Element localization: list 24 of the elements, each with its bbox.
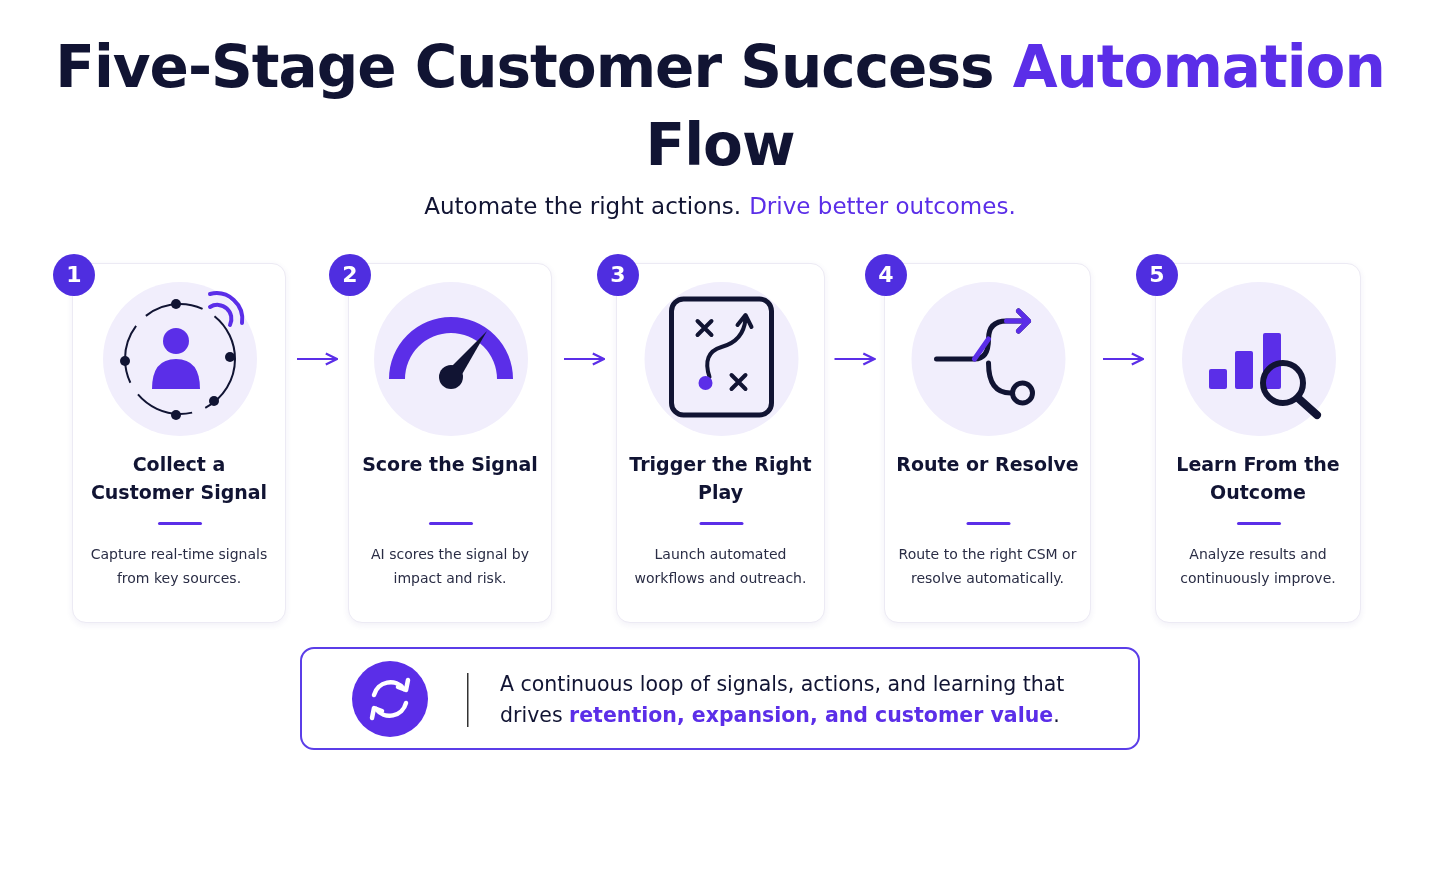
summary-banner [300, 647, 1140, 750]
stage-title: Collect a Customer Signal [89, 452, 269, 505]
arrow [1102, 352, 1145, 366]
arrow [563, 352, 606, 366]
subtitle: Drive better outcomes. [749, 193, 1016, 219]
stage-title: Score the Signal [361, 452, 539, 477]
subtitle: Automate the right actions. [424, 193, 742, 219]
stage-description: Capture real-time signals from key sources. [89, 545, 269, 588]
stage-description: Route to the right CSM or resolve automatically. [897, 545, 1078, 588]
stage-description: AI scores the signal by impact and risk. [370, 545, 530, 588]
stage-title: Learn From the Outcome [1175, 452, 1341, 505]
step-number: 2 [329, 254, 371, 296]
step-number: 4 [865, 254, 907, 296]
step-number: 3 [597, 254, 639, 296]
stage-description: Analyze results and continuously improve. [1179, 545, 1337, 588]
title: Five-Stage Customer Success Automation Flow [54, 32, 1386, 181]
stage-title: Route or Resolve [895, 452, 1080, 477]
stage-title: Trigger the Right Play [628, 452, 813, 505]
arrow [833, 352, 876, 366]
stage-description: Launch automated workflows and outreach. [633, 545, 808, 588]
step-number: 1 [53, 254, 95, 296]
summary-text: A continuous loop of signals, actions, and learning that drives retention, expansion, and customer value. [500, 671, 1066, 729]
arrow [296, 352, 339, 366]
step-number: 5 [1136, 254, 1178, 296]
